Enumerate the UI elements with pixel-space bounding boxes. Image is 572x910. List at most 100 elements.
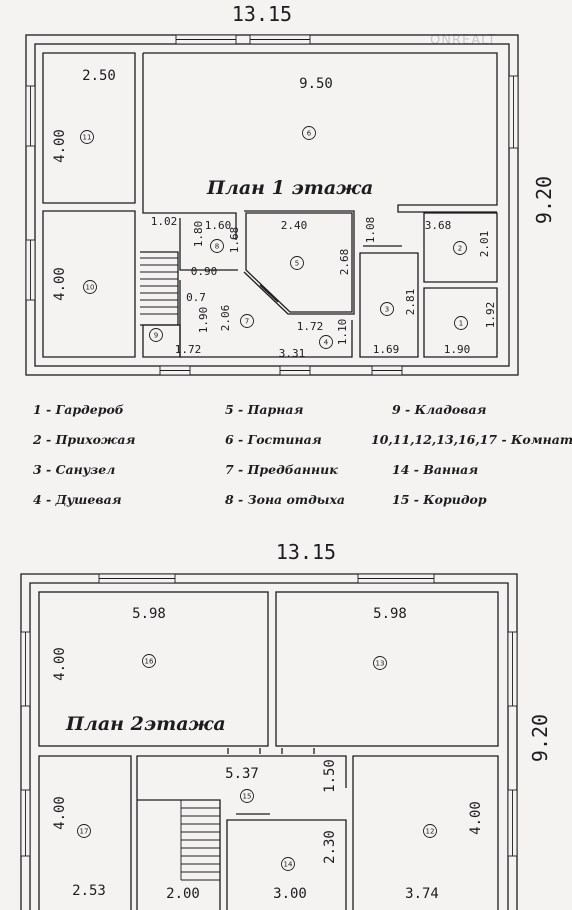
floor1-interior-walls	[42, 52, 498, 358]
dim-9-50: 9.50	[299, 76, 333, 92]
room-number-2: 2	[453, 241, 467, 255]
dim-2-40: 2.40	[281, 219, 308, 232]
legend-item-8: 8 - Зона отдыха	[225, 492, 345, 507]
room-number-7: 7	[240, 314, 254, 328]
dim-4-00-room17: 4.00	[52, 796, 68, 830]
svg-text:1: 1	[459, 320, 463, 328]
dim-1-02: 1.02	[151, 215, 178, 228]
room-number-8: 8	[210, 239, 224, 253]
dim-5-98-room13: 5.98	[373, 606, 407, 622]
room-number-9: 9	[149, 328, 163, 342]
svg-text:5: 5	[295, 260, 299, 268]
svg-text:13: 13	[376, 660, 385, 668]
dim-5-37: 5.37	[225, 766, 259, 782]
floor1-depth-label: 9.20	[532, 176, 556, 224]
dim-4-00-room12: 4.00	[468, 801, 484, 835]
svg-text:14: 14	[284, 861, 293, 869]
room-number-1: 1	[454, 316, 468, 330]
dim-2-06: 2.06	[219, 305, 232, 332]
dim-2-01: 2.01	[478, 231, 491, 258]
floor1-width-label: 13.15	[232, 2, 292, 26]
floor2-interior-walls	[38, 591, 499, 910]
floor2-dimensions: 5.98 5.98 4.00 5.37 1.50 4.00 2.30 4.00 …	[52, 606, 484, 902]
dim-4-00-room16: 4.00	[52, 647, 68, 681]
floor1-stairs	[140, 257, 178, 315]
dim-1-69: 1.69	[373, 343, 400, 356]
room-number-15: 15	[240, 789, 254, 803]
room-number-13: 13	[373, 656, 387, 670]
dim-4-00-room10: 4.00	[52, 267, 68, 301]
dim-0-7: 0.7	[186, 291, 206, 304]
svg-text:2: 2	[458, 245, 462, 253]
legend-item-6: 6 - Гостиная	[225, 432, 322, 447]
dim-2-68: 2.68	[338, 249, 351, 276]
dim-3-74: 3.74	[405, 886, 439, 902]
room-number-3: 3	[380, 302, 394, 316]
dim-3-68: 3.68	[425, 219, 452, 232]
dim-2-30: 2.30	[322, 830, 338, 864]
room-number-17: 17	[77, 824, 91, 838]
legend-item-15: 15 - Коридор	[392, 492, 487, 507]
room-legend: 1 - Гардероб 2 - Прихожая 3 - Санузел 4 …	[32, 402, 572, 507]
legend-item-14: 14 - Ванная	[392, 462, 478, 477]
legend-item-9: 9 - Кладовая	[392, 402, 487, 417]
room-number-4: 4	[319, 335, 333, 349]
legend-item-1: 1 - Гардероб	[33, 402, 124, 417]
dim-1-92: 1.92	[484, 302, 497, 329]
floor1-windows	[25, 34, 519, 376]
floor2-outer-wall	[20, 573, 518, 910]
dim-1-68: 1.68	[228, 227, 241, 254]
floor1-dimensions: 2.50 4.00 9.50 1.02 1.60 1.80 1.68 2.40 …	[52, 68, 497, 360]
dim-2-81: 2.81	[404, 289, 417, 316]
legend-item-3: 3 - Санузел	[33, 462, 115, 477]
floor2-room-numbers: 12 13 14 15 16 17	[77, 654, 437, 871]
svg-text:11: 11	[83, 134, 92, 142]
dim-1-80: 1.80	[192, 221, 205, 248]
floor1-title: План 1 этажа	[206, 177, 373, 199]
room-number-10: 10	[83, 280, 97, 294]
room-number-16: 16	[142, 654, 156, 668]
floor2-depth-label: 9.20	[528, 714, 552, 762]
dim-1-08: 1.08	[364, 217, 377, 244]
dim-1-90: 1.90	[197, 307, 210, 334]
floor2-plan: 13.15 9.20	[20, 540, 552, 910]
floor2-stairs	[180, 800, 220, 881]
floor2-inner-wall	[29, 582, 509, 910]
svg-text:4: 4	[324, 339, 329, 347]
dim-2-50: 2.50	[82, 68, 116, 84]
dim-0-90: 0.90	[191, 265, 218, 278]
svg-text:7: 7	[245, 318, 249, 326]
dim-1-60: 1.60	[205, 219, 232, 232]
room-number-14: 14	[281, 857, 295, 871]
legend-item-7: 7 - Предбанник	[225, 462, 338, 477]
floor2-width-label: 13.15	[276, 540, 336, 564]
room-number-12: 12	[423, 824, 437, 838]
legend-item-rooms: 10,11,12,13,16,17 - Комната	[371, 432, 572, 447]
legend-item-2: 2 - Прихожая	[32, 432, 135, 447]
legend-item-5: 5 - Парная	[225, 402, 303, 417]
dim-2-00: 2.00	[166, 886, 200, 902]
svg-text:3: 3	[385, 306, 389, 314]
legend-item-4: 4 - Душевая	[33, 492, 122, 507]
svg-text:17: 17	[80, 828, 89, 836]
svg-text:16: 16	[145, 658, 154, 666]
floor2-windows	[20, 573, 518, 857]
svg-text:9: 9	[154, 332, 158, 340]
svg-text:15: 15	[243, 793, 252, 801]
dim-3-31: 3.31	[279, 347, 306, 360]
room-number-6: 6	[302, 126, 316, 140]
room-number-11: 11	[80, 130, 94, 144]
dim-1-10: 1.10	[336, 319, 349, 346]
dim-1-72-room7: 1.72	[297, 320, 324, 333]
dim-4-00-room11: 4.00	[52, 129, 68, 163]
svg-text:10: 10	[86, 284, 95, 292]
dim-1-50: 1.50	[322, 759, 338, 793]
dim-3-00: 3.00	[273, 886, 307, 902]
dim-5-98-room16: 5.98	[132, 606, 166, 622]
dim-1-72-room9: 1.72	[175, 343, 202, 356]
floor1-room-numbers: 1 2 3 4 5 6 7 8 9 10 11	[80, 126, 468, 349]
dim-1-90-room1: 1.90	[444, 343, 471, 356]
svg-text:6: 6	[307, 130, 312, 138]
floor2-title: План 2этажа	[65, 713, 226, 735]
